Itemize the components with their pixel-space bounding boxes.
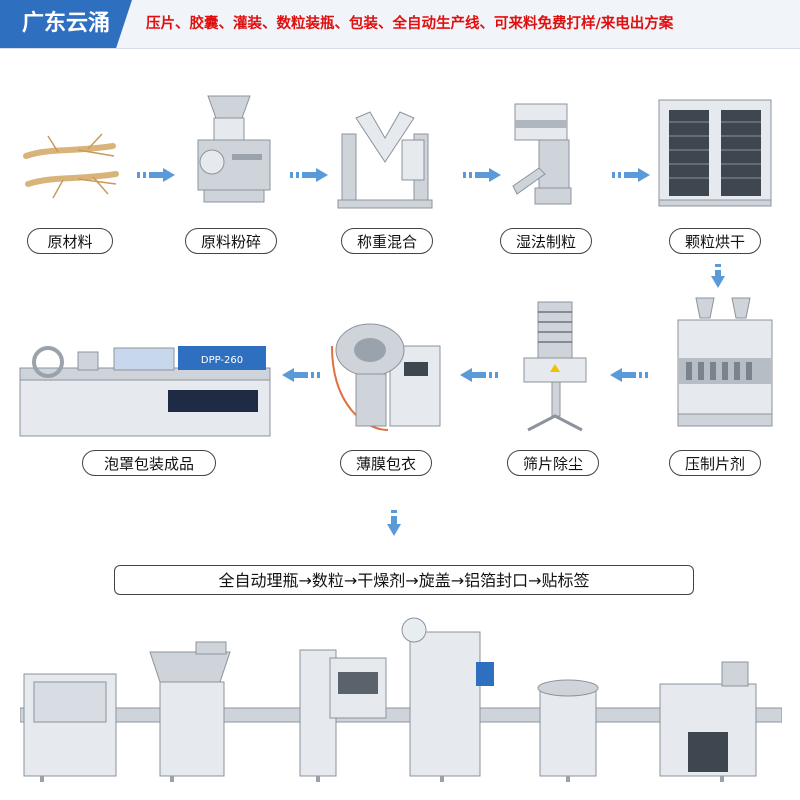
- arrow-left-icon: [460, 368, 498, 382]
- tagline: 压片、胶囊、灌装、数粒装瓶、包装、全自动生产线、可来料免费打样/来电出方案: [146, 16, 674, 32]
- step-label-blister-packing: 泡罩包装成品: [82, 450, 216, 476]
- deduster-machine: [523, 301, 587, 432]
- step-label-granulation: 湿法制粒: [500, 228, 592, 254]
- arrow-right-icon: [290, 168, 328, 182]
- step-label-dedusting: 筛片除尘: [507, 450, 599, 476]
- grinder-machine: [197, 95, 271, 203]
- arrow-right-icon: [137, 168, 175, 182]
- ginseng-image: [23, 133, 119, 199]
- tablet-press-machine: [677, 297, 773, 427]
- coating-machine: [331, 323, 441, 431]
- drying-oven-machine: [658, 99, 772, 207]
- arrow-right-icon: [612, 168, 650, 182]
- v-mixer-machine: [337, 111, 433, 209]
- svg-text:DPP-260: DPP-260: [201, 355, 243, 366]
- step-label-mixing: 称重混合: [341, 228, 433, 254]
- blister-packing-machine: DPP-260: [19, 346, 271, 437]
- arrow-down-icon: [711, 264, 725, 288]
- step-label-raw-material: 原材料: [27, 228, 113, 254]
- bottling-line-machine: [20, 617, 782, 782]
- header-bar: 广东云涌 压片、胶囊、灌装、数粒装瓶、包装、全自动生产线、可来料免费打样/来电出…: [0, 0, 800, 49]
- granulator-machine: [512, 103, 572, 205]
- arrow-left-icon: [610, 368, 648, 382]
- step-label-crushing: 原料粉碎: [185, 228, 277, 254]
- brand-logo: 广东云涌: [0, 0, 132, 48]
- step-label-film-coating: 薄膜包衣: [340, 450, 432, 476]
- arrow-down-icon: [387, 510, 401, 536]
- bottling-line-summary: 全自动理瓶→数粒→干燥剂→旋盖→铝箔封口→贴标签: [114, 565, 694, 595]
- step-label-drying: 颗粒烘干: [669, 228, 761, 254]
- arrow-right-icon: [463, 168, 501, 182]
- step-label-tablet-press: 压制片剂: [669, 450, 761, 476]
- arrow-left-icon: [282, 368, 320, 382]
